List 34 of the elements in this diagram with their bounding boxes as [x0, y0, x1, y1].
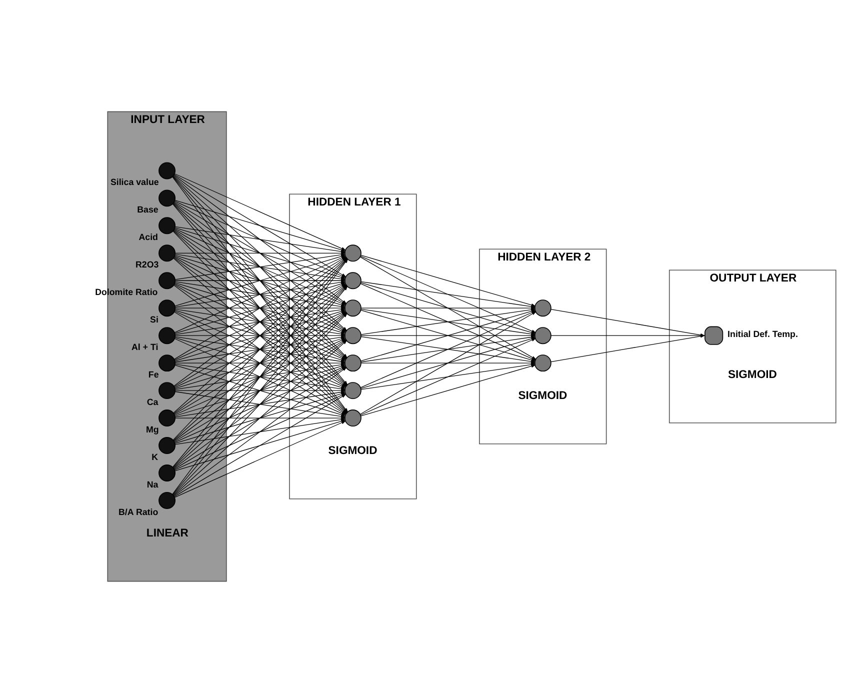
- cluster: HIDDEN LAYER 1 SIGMOID: [289, 193, 417, 499]
- node-circle: [158, 189, 176, 206]
- node-label: K: [152, 451, 158, 462]
- node-circle: [158, 354, 176, 372]
- node-label: Ca: [146, 396, 158, 406]
- node-circle: [158, 244, 176, 262]
- node-label: Acid: [138, 232, 158, 242]
- node-circle: [158, 382, 176, 399]
- node-circle: [158, 326, 176, 344]
- cluster: HIDDEN LAYER 2 SIGMOID: [479, 248, 607, 444]
- node-label: Initial Def. Temp.: [728, 328, 798, 339]
- node-circle: [534, 299, 552, 316]
- node-circle: [158, 299, 176, 316]
- node-circle: [534, 354, 552, 372]
- node-circle: [158, 409, 176, 426]
- node-label: Fe: [148, 368, 159, 379]
- node-label: Na: [146, 478, 158, 489]
- node-circle: [158, 216, 176, 234]
- node-label: Mg: [146, 424, 159, 434]
- node-label: Al + Ti: [131, 341, 158, 352]
- node-circle: [158, 491, 176, 508]
- node-circle: [158, 272, 176, 289]
- node-circle: [534, 326, 552, 344]
- arrow: [360, 254, 536, 306]
- node-label: Base: [137, 204, 158, 214]
- node-label: B/A Ratio: [118, 506, 158, 516]
- node-label: R2O3: [136, 259, 159, 270]
- node-label: Si: [150, 314, 158, 324]
- node-circle: [158, 464, 176, 481]
- arrow: [360, 364, 536, 416]
- node-circle: [158, 436, 176, 454]
- node-circle: [344, 326, 362, 344]
- node-circle: [158, 162, 176, 179]
- node-label: Silica value: [110, 176, 159, 187]
